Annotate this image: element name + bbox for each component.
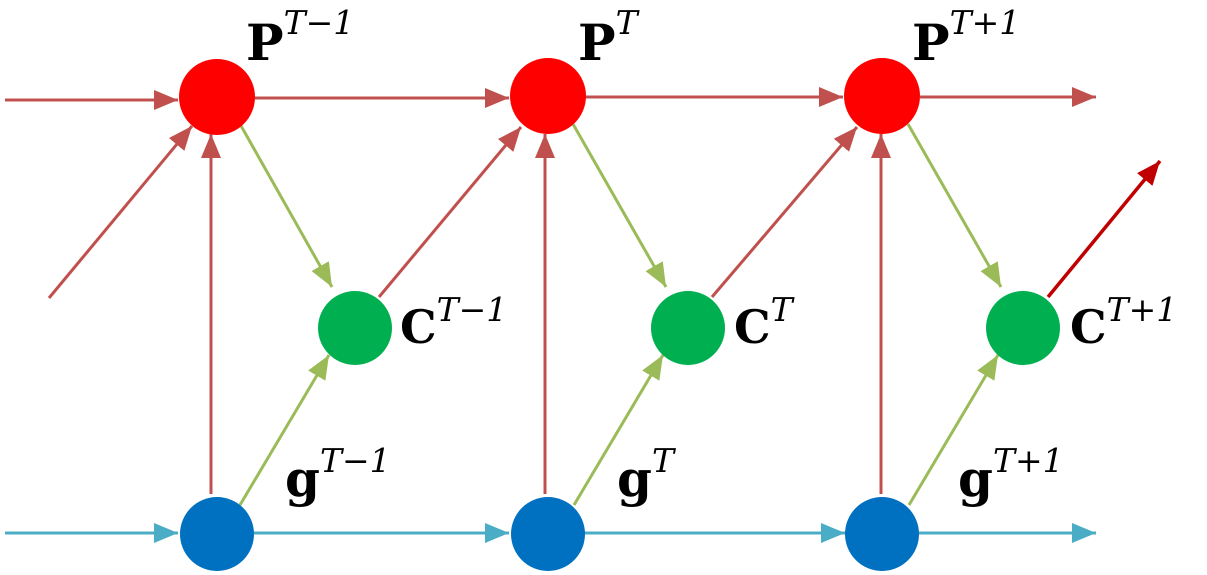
edge-c-prev-to-p-curr [377,126,523,298]
c-to-p-edges [377,126,859,298]
edge-p-curr-to-c-curr [571,123,668,288]
edge-p-prev-to-c-prev [238,123,334,288]
edge-c-curr-to-p-next [710,126,859,298]
label-g-next: gT+1 [958,441,1064,508]
edge-g-prev-to-c-prev [238,354,331,506]
g-nodes [180,497,919,571]
edge-g-next-to-c-next [907,354,1000,506]
label-g-prev: gT−1 [285,441,391,508]
label-c-next: CT+1 [1070,290,1177,354]
node-c-next [986,291,1060,365]
node-p-next [844,58,920,134]
c-nodes [318,291,1060,365]
edge-c-next-out [1046,159,1162,299]
g-to-p-edges [201,134,891,494]
c-input-edges [238,123,1003,506]
node-p-prev [179,59,255,135]
label-c-prev: CT−1 [400,290,507,354]
label-p-next: PT+1 [912,3,1020,72]
label-p-curr: PT [578,3,641,72]
node-p-curr [510,58,586,134]
label-g-curr: gT [617,441,677,508]
edge-p-next-to-c-next [906,123,1003,288]
node-c-curr [651,291,725,365]
node-g-curr [511,497,585,571]
edge-into-p-prev-diagonal [47,125,194,299]
label-p-prev: PT−1 [246,3,354,72]
label-c-curr: CT [734,290,796,354]
p-nodes [179,58,920,135]
p-chain-edges [5,87,1096,299]
edge-g-curr-to-c-curr [572,354,665,506]
node-g-next [845,497,919,571]
node-c-prev [318,291,392,365]
node-g-prev [180,497,254,571]
